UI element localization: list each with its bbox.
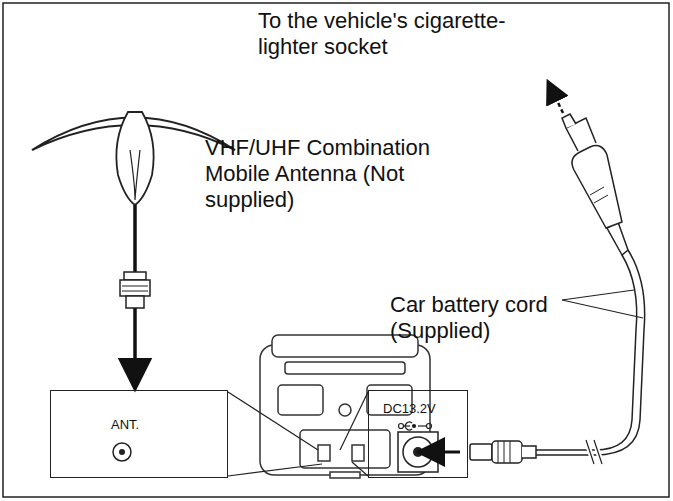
cord-label: Car battery cord (Supplied) <box>390 292 560 344</box>
socket-label: To the vehicle's cigarette-lighter socke… <box>258 8 548 60</box>
port-label: DC13.2V <box>383 401 436 416</box>
car-battery-cord <box>470 90 645 464</box>
antenna-base <box>116 112 153 205</box>
frame <box>3 3 669 497</box>
antenna-port-inset: ANT. <box>50 390 228 478</box>
port-label: ANT. <box>111 417 139 432</box>
antenna-label: VHF/UHF Combination Mobile Antenna (Not … <box>205 135 445 213</box>
dc-jack-inset: DC13.2V <box>368 390 468 478</box>
